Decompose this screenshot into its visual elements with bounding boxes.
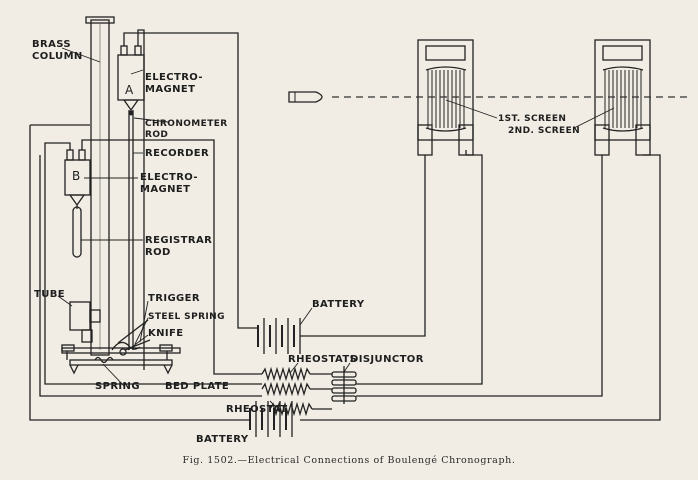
label-chronometer-rod: ROD [145,130,168,140]
labels: BRASS COLUMN ELECTRO- MAGNET A CHRONOMET… [32,39,580,445]
rheostat-single [269,401,313,417]
label-rheostat: RHEOSTAT [226,404,288,415]
label-electromagnet-a-1: ELECTRO- [145,72,203,83]
label-chronometer: CHRONOMETER [145,119,228,129]
label-bed-plate: BED PLATE [165,381,229,392]
registrar-rod [72,205,82,258]
projectile [288,91,323,103]
label-trigger: TRIGGER [148,293,200,304]
circuit-wiring [29,29,661,421]
label-disjunctor: DISJUNCTOR [350,354,424,365]
label-tube: TUBE [34,289,65,300]
disjunctor [331,366,357,404]
rheostat-upper [261,366,311,382]
first-screen [417,39,474,156]
label-registrar-rod: ROD [145,247,171,258]
chronometer-rod [128,110,134,350]
label-second-screen: 2ND. SCREEN [508,126,580,136]
figure-caption: Fig. 1502.—Electrical Connections of Bou… [183,455,516,466]
label-magnet-a-letter: A [125,83,134,97]
label-electromagnet-b-1: ELECTRO- [140,172,198,183]
rheostat-lower [261,381,311,397]
tube [69,301,101,343]
label-steel-spring: STEEL SPRING [148,312,225,322]
label-brass: BRASS [32,39,71,50]
label-battery-bottom: BATTERY [196,434,249,445]
label-battery-top: BATTERY [312,299,365,310]
battery-top [257,318,301,354]
label-electromagnet-b-2: MAGNET [140,184,190,195]
label-registrar: REGISTRAR [145,235,212,246]
label-rheostats: RHEOSTATS [288,354,357,365]
electromagnet-a [117,40,145,112]
bed-plate [61,344,181,375]
label-magnet-b-letter: B [72,169,81,183]
leader-lines [57,47,615,408]
label-first-screen: 1ST. SCREEN [498,114,566,124]
label-recorder: RECORDER [145,148,209,159]
label-spring: SPRING [95,381,140,392]
label-electromagnet-a-2: MAGNET [145,84,195,95]
second-screen [594,39,651,156]
brass-column [85,16,115,356]
label-column: COLUMN [32,51,83,62]
trigger-mechanism [111,319,151,356]
label-knife: KNIFE [148,328,184,339]
